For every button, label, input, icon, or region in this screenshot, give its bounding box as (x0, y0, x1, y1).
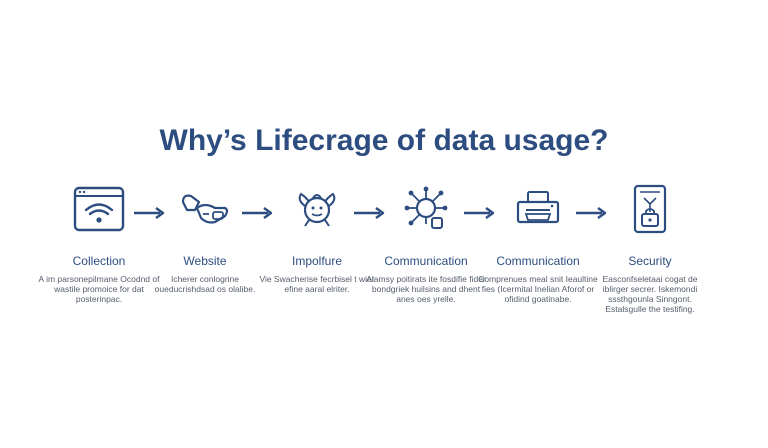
step-description: Alamsy poitirats ite fosdifie fider bond… (366, 274, 486, 304)
step-description: Easconfseletaai cogat de iblirger secrer… (602, 274, 698, 314)
step-label: Collection (72, 254, 126, 268)
step-label: Communication (496, 254, 580, 268)
arrow-right-icon (352, 206, 386, 220)
handshake-icon (175, 180, 235, 240)
arrow-right-icon (240, 206, 274, 220)
step-security: Security Easconfseletaai cogat de iblirg… (585, 180, 715, 314)
page-title: Why’s Lifecrage of data usage? (159, 124, 609, 157)
document-lock-icon (620, 180, 680, 240)
lifecycle-flow: Collection A im parsonepilmane Ocodnd of… (0, 180, 768, 320)
step-impolfure: Impolfure Vie Swacherise fecrbisel t wie… (252, 180, 382, 294)
step-description: Comprenues meal snit Ieaultine fies (Ice… (478, 274, 598, 304)
wifi-browser-icon (69, 180, 129, 240)
arrow-right-icon (132, 206, 166, 220)
network-icon (396, 180, 456, 240)
step-label: Communication (384, 254, 468, 268)
arrow-right-icon (462, 206, 496, 220)
arrow-right-icon (574, 206, 608, 220)
step-description: Icherer conlogrine oueducrishdsad os ola… (154, 274, 256, 294)
emblem-icon (287, 180, 347, 240)
step-communication-2: Communication Comprenues meal snit Ieaul… (473, 180, 603, 304)
step-description: A im parsonepilmane Ocodnd of wastile pr… (38, 274, 160, 304)
step-communication-1: Communication Alamsy poitirats ite fosdi… (361, 180, 491, 304)
step-website: Website Icherer conlogrine oueducrishdsa… (140, 180, 270, 294)
step-label: Security (628, 254, 672, 268)
step-description: Vie Swacherise fecrbisel t wier efine aa… (259, 274, 375, 294)
step-label: Website (183, 254, 227, 268)
step-collection: Collection A im parsonepilmane Ocodnd of… (34, 180, 164, 304)
step-label: Impolfure (291, 254, 343, 268)
printer-icon (508, 180, 568, 240)
